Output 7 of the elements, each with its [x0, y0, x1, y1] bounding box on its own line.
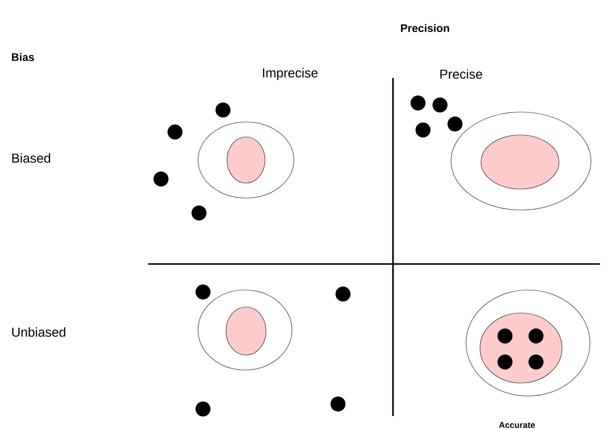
- axis-heading: Precision: [400, 24, 450, 32]
- row-label: Unbiased: [12, 327, 66, 337]
- target-caption: Accurate: [499, 422, 535, 428]
- column-label: Precise: [440, 69, 482, 79]
- axis-heading: Bias: [12, 52, 34, 62]
- row-label: Biased: [12, 153, 50, 163]
- column-label: Imprecise: [263, 68, 318, 80]
